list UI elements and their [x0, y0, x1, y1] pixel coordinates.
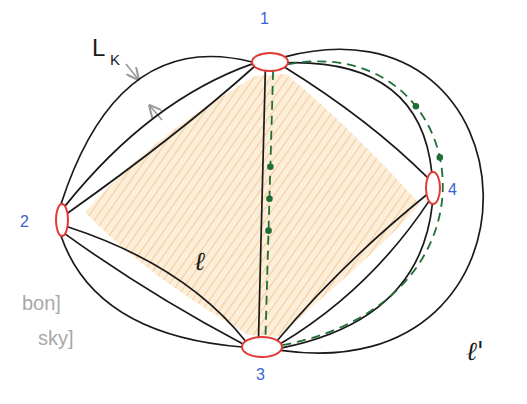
vertex-outline — [426, 172, 440, 204]
edge-dot — [436, 154, 443, 161]
ribbon-edge — [65, 64, 252, 206]
vertex-outline — [242, 337, 282, 357]
vertex-disc: 1 — [252, 53, 288, 71]
edge-dot — [266, 195, 273, 202]
dimension-arrow — [126, 64, 138, 79]
edge-name: ℓ — [194, 248, 205, 274]
face-shading — [85, 74, 420, 336]
edge-dot — [265, 227, 272, 234]
cropped-note: sky] — [38, 328, 74, 348]
ribbon-edge — [61, 57, 252, 205]
dimension-subscript: K — [110, 52, 120, 67]
ribbon-edge — [281, 49, 483, 353]
vertex-outline — [252, 53, 288, 71]
vertex-number: 1 — [260, 11, 269, 27]
ribbon-edge — [65, 234, 243, 344]
edge-dot — [267, 163, 274, 170]
ribbon-edge — [281, 201, 429, 343]
ribbon-edge — [259, 71, 266, 337]
ribbon-edge — [67, 67, 254, 214]
ribbon-edge — [282, 204, 432, 348]
vertex-disc: 3 — [242, 337, 282, 357]
vertex-number: 3 — [256, 367, 265, 383]
ribbon-edge — [277, 195, 426, 341]
vertex-disc: 2 — [56, 204, 68, 236]
dual-edge — [282, 61, 443, 345]
vertex-number: 4 — [448, 182, 457, 198]
dual-edge — [265, 71, 273, 337]
vertex-outline — [56, 204, 68, 236]
ribbon-edge — [285, 67, 428, 178]
vertex-number: 2 — [20, 214, 29, 230]
edge-dot — [413, 103, 420, 110]
edge-name: ℓ' — [466, 338, 484, 364]
cropped-note: bon] — [22, 293, 61, 313]
vertex-disc: 4 — [426, 172, 440, 204]
dimension-label: L — [92, 36, 105, 60]
ribbon-edge — [288, 63, 432, 173]
ribbon-edge — [67, 227, 245, 342]
